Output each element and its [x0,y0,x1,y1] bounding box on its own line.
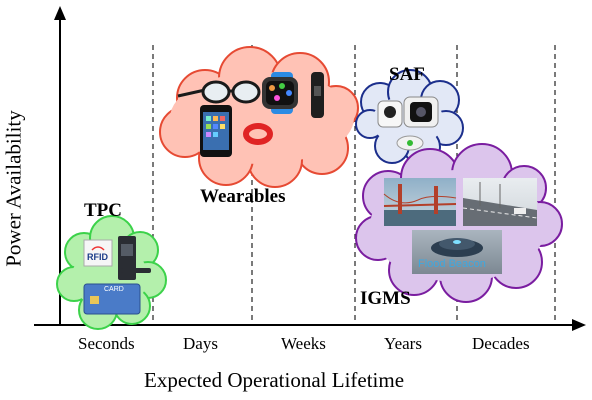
x-axis-arrowhead [572,319,586,331]
tpc-label: TPC [84,200,122,221]
rfid-tag-label: RFID [87,252,108,262]
golden-gate-bridge-photo [383,178,457,226]
saf-cloud [355,69,464,166]
smart-glasses-icon [177,80,261,104]
x-tick-label: Seconds [78,334,135,353]
x-axis-title: Expected Operational Lifetime [144,368,405,392]
x-tick-label: Days [183,334,218,353]
x-tick-label: Weeks [281,334,326,353]
x-tick-label: Years [384,334,422,353]
smart-camera-icon [403,96,439,128]
y-axis-arrowhead [54,6,66,20]
sensor-puck-icon [396,135,424,151]
smart-card-label: CARD [104,286,124,293]
wearables-label: Wearables [200,186,286,207]
y-axis-title: Power Availability [1,110,26,267]
security-camera-icon [377,100,403,128]
door-lock-icon [118,236,151,280]
igms-cloud [355,143,563,303]
smartwatch-icon [262,72,298,114]
flood-beacon-photo [412,230,502,274]
flood-beacon-label: Flood Beacon [418,258,486,270]
rfid-tag-icon [83,239,113,267]
x-tick-label: Decades [472,334,530,353]
saf-label: SAF [389,64,425,85]
fitness-band-icon [311,72,324,118]
smartphone-icon [200,105,232,157]
wearables-cloud [159,46,359,188]
highway-photo [462,178,538,226]
tpc-cloud [56,215,167,330]
igms-label: IGMS [360,288,411,309]
activity-bracelet-icon [243,123,273,145]
smart-card-icon [83,283,141,315]
